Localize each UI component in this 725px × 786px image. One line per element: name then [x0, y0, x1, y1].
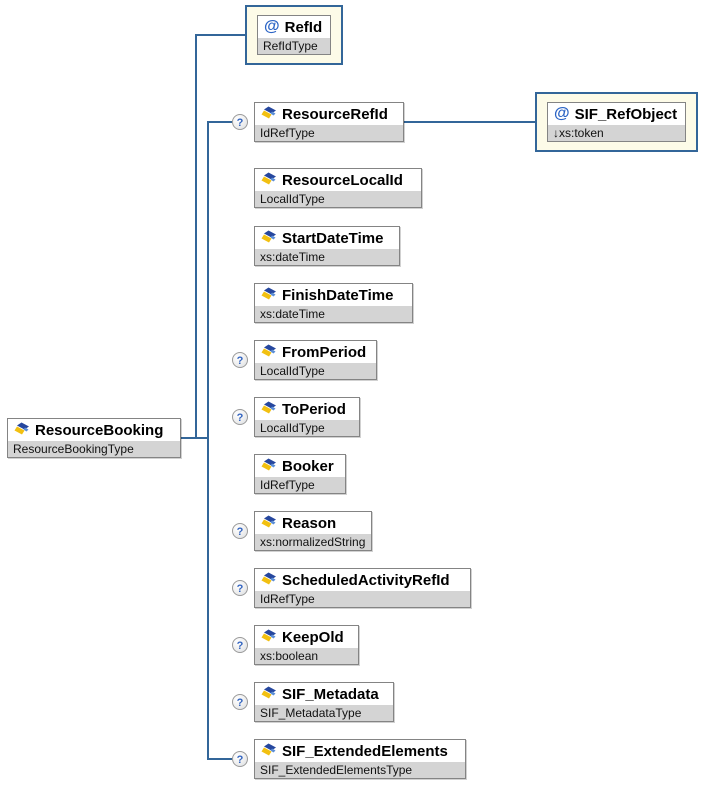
element-name: StartDateTime: [282, 229, 384, 247]
optional-indicator: ?: [232, 352, 248, 368]
connector-parent: [181, 437, 209, 439]
element-type: xs:normalizedString: [255, 534, 372, 550]
child-element-box[interactable]: StartDateTime xs:dateTime: [254, 226, 400, 266]
attribute-box-sif-refobject[interactable]: @ SIF_RefObject ↓xs:token: [547, 102, 687, 142]
child-element-title: ResourceLocalId: [255, 169, 421, 191]
element-type: IdRefType: [255, 125, 403, 141]
connector-trunk-elements: [207, 121, 209, 760]
element-name: KeepOld: [282, 628, 344, 646]
element-type: IdRefType: [255, 477, 345, 493]
connector-ref-object: [404, 121, 535, 123]
connector-elbow-bottom: [207, 758, 232, 760]
child-element-title: Booker: [255, 455, 345, 477]
element-icon: [261, 172, 277, 189]
child-element-title: StartDateTime: [255, 227, 399, 249]
element-type: IdRefType: [255, 591, 470, 607]
connector-trunk-attribute: [195, 34, 197, 439]
child-element-box[interactable]: Reason xs:normalizedString: [254, 511, 373, 551]
element-name: Booker: [282, 457, 334, 475]
attribute-title: @ RefId: [258, 16, 331, 38]
element-type: RefIdType: [258, 38, 331, 54]
child-element-box[interactable]: KeepOld xs:boolean: [254, 625, 359, 665]
connector-elbow-top: [207, 121, 232, 123]
element-type: xs:dateTime: [255, 249, 399, 265]
element-icon: [261, 106, 277, 123]
element-name: SIF_Metadata: [282, 685, 379, 703]
element-icon: [261, 572, 277, 589]
child-element-title: FromPeriod: [255, 341, 376, 363]
child-element-box[interactable]: FromPeriod LocalIdType: [254, 340, 377, 380]
element-icon: [261, 344, 277, 361]
child-element-box[interactable]: ScheduledActivityRefId IdRefType: [254, 568, 471, 608]
attribute-title: @ SIF_RefObject: [548, 103, 686, 125]
element-name: ScheduledActivityRefId: [282, 571, 450, 589]
child-element-title: ResourceRefId: [255, 103, 403, 125]
element-name: SIF_RefObject: [574, 105, 678, 123]
child-element-box[interactable]: ResourceLocalId LocalIdType: [254, 168, 422, 208]
element-icon: [261, 458, 277, 475]
element-name: ToPeriod: [282, 400, 346, 418]
child-element-title: FinishDateTime: [255, 284, 412, 306]
element-type: SIF_ExtendedElementsType: [255, 762, 465, 778]
element-name: RefId: [284, 18, 323, 36]
element-icon: [261, 287, 277, 304]
element-type: LocalIdType: [255, 191, 421, 207]
element-icon: [261, 629, 277, 646]
element-icon: [261, 401, 277, 418]
element-icon: [261, 230, 277, 247]
child-element-box[interactable]: ToPeriod LocalIdType: [254, 397, 360, 437]
root-element-box[interactable]: ResourceBooking ResourceBookingType: [7, 418, 181, 458]
element-name: FinishDateTime: [282, 286, 394, 304]
element-name: FromPeriod: [282, 343, 367, 361]
optional-indicator: ?: [232, 409, 248, 425]
attribute-frame-refid: @ RefId RefIdType: [245, 5, 344, 65]
child-element-box[interactable]: FinishDateTime xs:dateTime: [254, 283, 413, 323]
optional-indicator: ?: [232, 751, 248, 767]
element-type: ↓xs:token: [548, 125, 686, 141]
element-type: ResourceBookingType: [8, 441, 180, 457]
element-type: LocalIdType: [255, 420, 359, 436]
element-name: Reason: [282, 514, 337, 532]
child-element-box[interactable]: Booker IdRefType: [254, 454, 346, 494]
root-element-title: ResourceBooking: [8, 419, 180, 441]
attribute-frame-sif-refobject: @ SIF_RefObject ↓xs:token: [535, 92, 699, 152]
element-icon: [261, 515, 277, 532]
element-name: SIF_ExtendedElements: [282, 742, 448, 760]
element-name: ResourceBooking: [35, 421, 164, 439]
optional-indicator: ?: [232, 523, 248, 539]
child-element-title: KeepOld: [255, 626, 358, 648]
element-name: ResourceLocalId: [282, 171, 403, 189]
element-type: SIF_MetadataType: [255, 705, 393, 721]
element-icon: [261, 686, 277, 703]
element-icon: [14, 422, 30, 439]
attribute-icon: @: [554, 105, 570, 122]
element-type: xs:boolean: [255, 648, 358, 664]
optional-indicator: ?: [232, 694, 248, 710]
element-name: ResourceRefId: [282, 105, 388, 123]
connector-refid-branch: [195, 34, 246, 36]
element-icon: [261, 743, 277, 760]
element-type: LocalIdType: [255, 363, 376, 379]
element-type: xs:dateTime: [255, 306, 412, 322]
child-element-box[interactable]: SIF_Metadata SIF_MetadataType: [254, 682, 394, 722]
child-element-title: Reason: [255, 512, 372, 534]
optional-indicator: ?: [232, 637, 248, 653]
child-element-box[interactable]: ResourceRefId IdRefType: [254, 102, 404, 142]
attribute-box-refid[interactable]: @ RefId RefIdType: [257, 15, 332, 55]
attribute-icon: @: [264, 18, 280, 35]
child-element-title: ToPeriod: [255, 398, 359, 420]
child-element-title: ScheduledActivityRefId: [255, 569, 470, 591]
optional-indicator: ?: [232, 580, 248, 596]
optional-indicator: ?: [232, 114, 248, 130]
child-element-title: SIF_Metadata: [255, 683, 393, 705]
child-element-box[interactable]: SIF_ExtendedElements SIF_ExtendedElement…: [254, 739, 466, 779]
child-element-title: SIF_ExtendedElements: [255, 740, 465, 762]
